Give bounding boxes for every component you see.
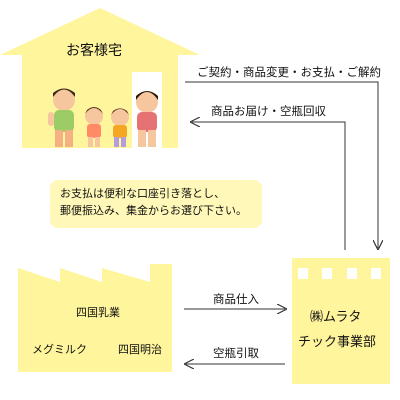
payment-note-line2: 郵便振込み、集金からお選び下さい。 <box>60 204 247 217</box>
factory-brand-shikoku-nyugyo: 四国乳業 <box>76 306 120 319</box>
arrow-delivery-to-customer <box>192 122 346 250</box>
arrow-contract-to-dealer <box>185 81 378 248</box>
delivery-arrow-label: 商品お届け・空瓶回収 <box>211 104 326 118</box>
contract-arrow-label: ご契約・商品変更・お支払・ご解約 <box>197 65 381 79</box>
bottles-arrow-label: 空瓶引取 <box>213 346 259 360</box>
payment-note: お支払は便利な口座引き落とし、 郵便振込み、集金からお選び下さい。 <box>50 180 262 228</box>
payment-note-line1: お支払は便利な口座引き落とし、 <box>60 187 225 200</box>
family-illustration <box>48 88 158 147</box>
dealer-name-line2: チック事業部 <box>298 335 377 350</box>
factory-brand-megmilk: メグミルク <box>32 343 87 356</box>
factory-brand-shikoku-meiji: 四国明治 <box>118 343 162 356</box>
dealer-building <box>292 258 390 384</box>
dealer-name-line1: ㈱ムラタ <box>310 310 362 325</box>
stock-arrow-label: 商品仕入 <box>213 292 259 306</box>
house-title: お客様宅 <box>66 43 122 59</box>
factory-shape <box>18 264 172 372</box>
